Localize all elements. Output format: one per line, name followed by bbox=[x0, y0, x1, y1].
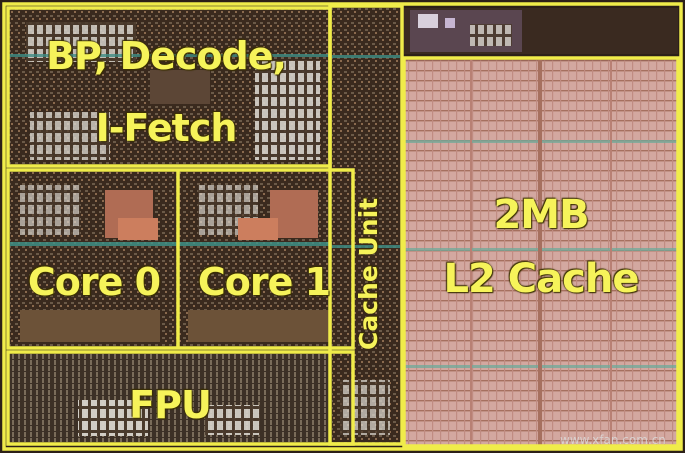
label-frontend-line2: I-Fetch bbox=[95, 106, 238, 150]
label-fpu: FPU bbox=[129, 383, 212, 427]
watermark: www.xfan.com.cn bbox=[560, 433, 666, 447]
label-l2-cache: L2 Cache bbox=[443, 256, 640, 302]
label-frontend-line1: BP, Decode, bbox=[46, 34, 287, 78]
label-core-1: Core 1 bbox=[197, 260, 331, 304]
label-core-0: Core 0 bbox=[27, 260, 161, 304]
label-cache-unit: Cache Unit bbox=[354, 197, 383, 350]
label-l2-size: 2MB bbox=[493, 192, 589, 238]
